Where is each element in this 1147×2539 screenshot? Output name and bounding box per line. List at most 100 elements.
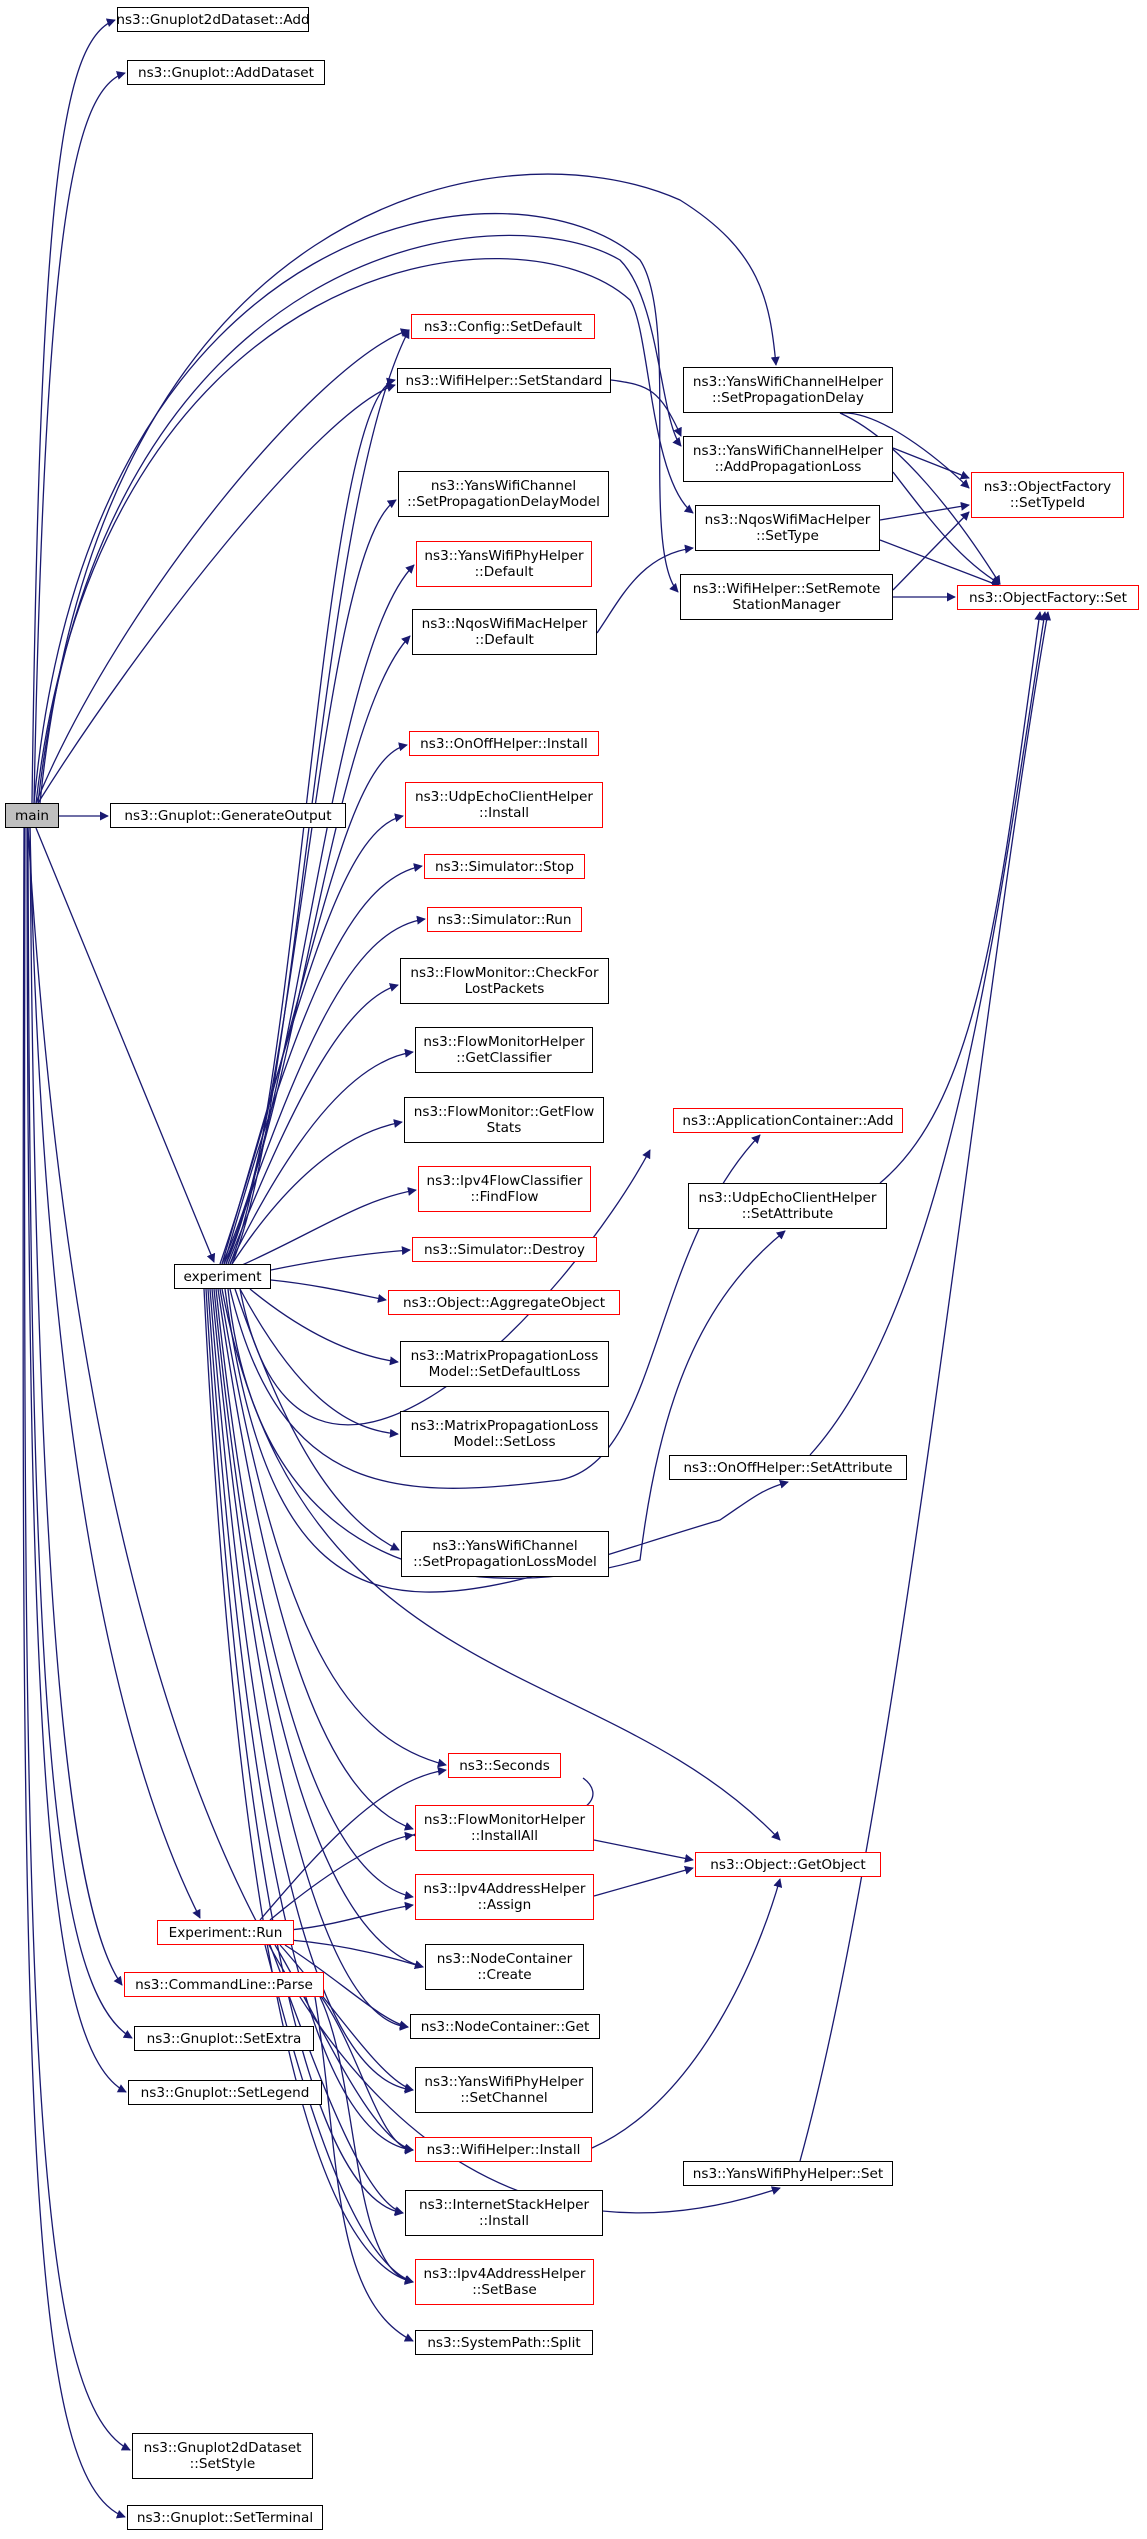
- call-edge: [209, 1288, 414, 2094]
- call-edge: [289, 1939, 424, 1969]
- node-object-aggregateobject[interactable]: ns3::Object::AggregateObject: [388, 1290, 620, 1315]
- call-edge: [270, 1246, 411, 1271]
- call-edge: [219, 1288, 447, 1768]
- call-edge: [33, 71, 126, 804]
- node-seconds[interactable]: ns3::Seconds: [448, 1753, 561, 1778]
- node-nodecontainer-get[interactable]: ns3::NodeContainer::Get: [410, 2014, 600, 2039]
- call-edge: [224, 1288, 789, 1593]
- node-simulator-destroy[interactable]: ns3::Simulator::Destroy: [412, 1237, 597, 1262]
- node-onoffhelper-setattribute[interactable]: ns3::OnOffHelper::SetAttribute: [669, 1455, 907, 1480]
- call-edge: [23, 827, 131, 2451]
- call-edge: [269, 1831, 414, 1921]
- call-edge: [39, 173, 780, 804]
- call-edge: [879, 611, 1044, 1184]
- node-matrixpropagationlossmodel-setdefaultloss[interactable]: ns3::MatrixPropagationLoss Model::SetDef…: [400, 1341, 609, 1387]
- node-yanswifichannelhelper-setpropagationdelay[interactable]: ns3::YansWifiChannelHelper ::SetPropagat…: [683, 367, 893, 413]
- call-edge: [22, 827, 126, 2519]
- node-yanswifiphyhelper-default[interactable]: ns3::YansWifiPhyHelper ::Default: [416, 541, 592, 587]
- call-edge: [221, 635, 411, 1265]
- node-yanswifichannel-setpropagationdelaymodel[interactable]: ns3::YansWifiChannel ::SetPropagationDel…: [398, 471, 609, 517]
- call-edge: [270, 1279, 387, 1303]
- call-edge: [249, 1288, 399, 1366]
- node-gnuplot-setextra[interactable]: ns3::Gnuplot::SetExtra: [134, 2026, 314, 2051]
- call-edge: [892, 511, 970, 591]
- node-nqoswifimachelper-settype[interactable]: ns3::NqosWifiMacHelper ::SetType: [695, 505, 880, 551]
- node-gnuplot-adddataset[interactable]: ns3::Gnuplot::AddDataset: [127, 60, 325, 85]
- node-object-getobject[interactable]: ns3::Object::GetObject: [695, 1852, 881, 1877]
- node-flowmonitorhelper-getclassifier[interactable]: ns3::FlowMonitorHelper ::GetClassifier: [415, 1027, 593, 1073]
- call-edge: [225, 499, 397, 1265]
- node-experiment[interactable]: experiment: [174, 1264, 271, 1289]
- node-gnuplot-generateoutput[interactable]: ns3::Gnuplot::GenerateOutput: [110, 803, 346, 828]
- call-edge: [239, 1186, 417, 1267]
- node-onoffhelper-install[interactable]: ns3::OnOffHelper::Install: [409, 731, 599, 756]
- node-ipv4addresshelper-assign[interactable]: ns3::Ipv4AddressHelper ::Assign: [415, 1874, 594, 1920]
- node-gnuplot-setterminal[interactable]: ns3::Gnuplot::SetTerminal: [127, 2505, 323, 2530]
- node-gnuplot2d-dataset-setstyle[interactable]: ns3::Gnuplot2dDataset ::SetStyle: [132, 2433, 313, 2479]
- call-edge: [231, 1119, 403, 1265]
- node-simulator-run[interactable]: ns3::Simulator::Run: [427, 907, 582, 932]
- call-edge: [239, 1288, 399, 1438]
- node-flowmonitor-checkforlostpackets[interactable]: ns3::FlowMonitor::CheckFor LostPackets: [400, 958, 609, 1004]
- node-flowmonitorhelper-installall[interactable]: ns3::FlowMonitorHelper ::InstallAll: [415, 1805, 594, 1851]
- call-edge: [219, 742, 408, 1265]
- call-edge: [289, 1901, 414, 1931]
- call-edge: [593, 1865, 694, 1897]
- call-edge: [229, 1048, 414, 1265]
- call-edge: [591, 1878, 783, 2149]
- node-flowmonitor-getflowstats[interactable]: ns3::FlowMonitor::GetFlow Stats: [404, 1097, 604, 1143]
- call-edge: [29, 827, 201, 1919]
- node-wifihelper-setstandard[interactable]: ns3::WifiHelper::SetStandard: [397, 368, 611, 393]
- call-edge: [37, 383, 396, 804]
- node-matrixpropagationlossmodel-setloss[interactable]: ns3::MatrixPropagationLoss Model::SetLos…: [400, 1411, 609, 1457]
- call-edge: [879, 539, 1001, 588]
- call-edge: [279, 1944, 414, 2092]
- call-edge: [227, 983, 399, 1265]
- node-simulator-stop[interactable]: ns3::Simulator::Stop: [424, 854, 585, 879]
- call-edge: [839, 412, 1001, 585]
- node-udpechoclienthelper-install[interactable]: ns3::UdpEchoClientHelper ::Install: [405, 782, 603, 828]
- call-edge: [239, 1149, 651, 1426]
- call-edge: [284, 1944, 409, 2030]
- node-internetstackhelper-install[interactable]: ns3::InternetStackHelper ::Install: [405, 2190, 603, 2236]
- node-wifihelper-install[interactable]: ns3::WifiHelper::Install: [415, 2137, 592, 2162]
- node-nodecontainer-create[interactable]: ns3::NodeContainer ::Create: [425, 1944, 584, 1990]
- call-edge: [596, 544, 694, 634]
- node-yanswifichannel-setpropagationlossmodel[interactable]: ns3::YansWifiChannel ::SetPropagationLos…: [401, 1531, 609, 1577]
- node-objectfactory-set[interactable]: ns3::ObjectFactory::Set: [957, 585, 1139, 610]
- node-config-setdefault[interactable]: ns3::Config::SetDefault: [411, 314, 595, 339]
- node-objectfactory-settypeid[interactable]: ns3::ObjectFactory ::SetTypeId: [971, 472, 1124, 518]
- call-edge: [29, 827, 123, 1986]
- node-nqoswifimachelper-default[interactable]: ns3::NqosWifiMacHelper ::Default: [412, 609, 597, 655]
- node-gnuplot-setlegend[interactable]: ns3::Gnuplot::SetLegend: [128, 2080, 322, 2105]
- call-edge: [892, 447, 970, 480]
- node-gnuplot2d-dataset-add[interactable]: ns3::Gnuplot2dDataset::Add: [116, 7, 310, 32]
- node-applicationcontainer-add[interactable]: ns3::ApplicationContainer::Add: [673, 1108, 903, 1133]
- call-edge: [879, 501, 970, 521]
- call-edge: [37, 234, 682, 804]
- call-edge: [231, 329, 410, 1265]
- node-yanswifiphyhelper-set[interactable]: ns3::YansWifiPhyHelper::Set: [683, 2161, 893, 2186]
- node-udpechoclienthelper-setattribute[interactable]: ns3::UdpEchoClientHelper ::SetAttribute: [688, 1183, 887, 1229]
- call-edge: [35, 258, 694, 804]
- call-edge: [229, 1134, 761, 1489]
- node-systempath-split[interactable]: ns3::SystemPath::Split: [415, 2330, 593, 2355]
- node-commandline-parse[interactable]: ns3::CommandLine::Parse: [124, 1972, 324, 1997]
- node-ipv4addresshelper-setbase[interactable]: ns3::Ipv4AddressHelper ::SetBase: [415, 2259, 594, 2305]
- node-wifihelper-setremotestationmanager[interactable]: ns3::WifiHelper::SetRemote StationManage…: [680, 574, 893, 620]
- call-edge: [839, 412, 970, 489]
- call-edge: [259, 1766, 447, 1921]
- node-yanswifiphyhelper-setchannel[interactable]: ns3::YansWifiPhyHelper ::SetChannel: [415, 2067, 593, 2113]
- node-experiment-run[interactable]: Experiment::Run: [157, 1920, 294, 1945]
- call-edge: [221, 1288, 781, 1841]
- call-edge: [35, 328, 410, 804]
- call-edge: [221, 813, 404, 1265]
- node-ipv4flowclassifier-findflow[interactable]: ns3::Ipv4FlowClassifier ::FindFlow: [418, 1166, 591, 1212]
- call-edge: [799, 611, 1052, 2162]
- call-edge: [610, 379, 682, 437]
- call-edge: [319, 1994, 414, 2155]
- call-edge: [225, 915, 426, 1265]
- node-yanswifichannelhelper-addpropagationloss[interactable]: ns3::YansWifiChannelHelper ::AddPropagat…: [683, 436, 893, 482]
- call-edge: [35, 827, 216, 1263]
